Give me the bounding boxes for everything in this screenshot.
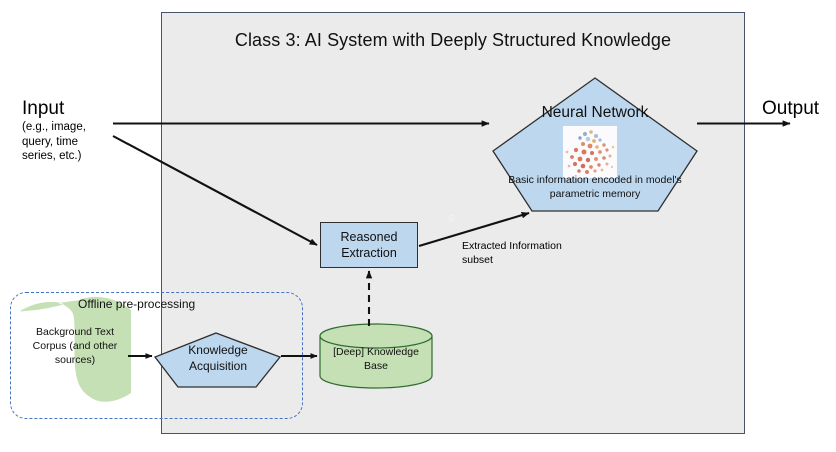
reasoned-extraction-line1: Reasoned xyxy=(340,230,398,244)
background-corpus-label: Background Text Corpus (and other source… xyxy=(32,326,118,366)
neural-network-thumbnail xyxy=(563,126,617,178)
knowledge-acquisition-label: Knowledge Acquisition xyxy=(163,342,273,374)
output-label: Output xyxy=(762,98,820,119)
arrow-input-to-reasoned-extraction xyxy=(112,135,318,246)
neural-network-title: Neural Network xyxy=(541,104,649,121)
knowledge-base-cylinder xyxy=(319,323,433,389)
reasoned-extraction-box[interactable]: Reasoned Extraction xyxy=(320,222,418,268)
arrow-reasoned-extraction-to-neural-network xyxy=(418,211,530,248)
extracted-information-line2: subset xyxy=(462,253,493,266)
input-sublabel: (e.g., image, query, time series, etc.) xyxy=(22,121,86,162)
knowledge-acquisition-pentagon xyxy=(153,332,282,388)
offline-preprocessing-region xyxy=(10,292,303,419)
background-corpus-wave-outline xyxy=(20,296,131,402)
extracted-information-line1: Extracted Information xyxy=(462,240,562,252)
knowledge-base-line2: Base xyxy=(364,360,388,372)
diagram-title: Class 3: AI System with Deeply Structure… xyxy=(234,30,672,50)
knowledge-base-line1: [Deep] Knowledge xyxy=(333,346,419,358)
knowledge-acquisition-line1: Knowledge xyxy=(188,343,248,357)
input-label: Input xyxy=(22,98,65,119)
knowledge-acquisition-line2: Acquisition xyxy=(188,359,248,373)
knowledge-base-label: [Deep] Knowledge Base xyxy=(320,345,432,373)
ghost-artifact: s xyxy=(448,210,455,225)
extracted-information-label: Extracted Information subset xyxy=(462,240,602,267)
neural-network-caption: Basic information encoded in model's par… xyxy=(508,174,682,200)
offline-preprocessing-title: Offline pre-processing xyxy=(78,297,196,311)
reasoned-extraction-line2: Extraction xyxy=(341,246,397,260)
